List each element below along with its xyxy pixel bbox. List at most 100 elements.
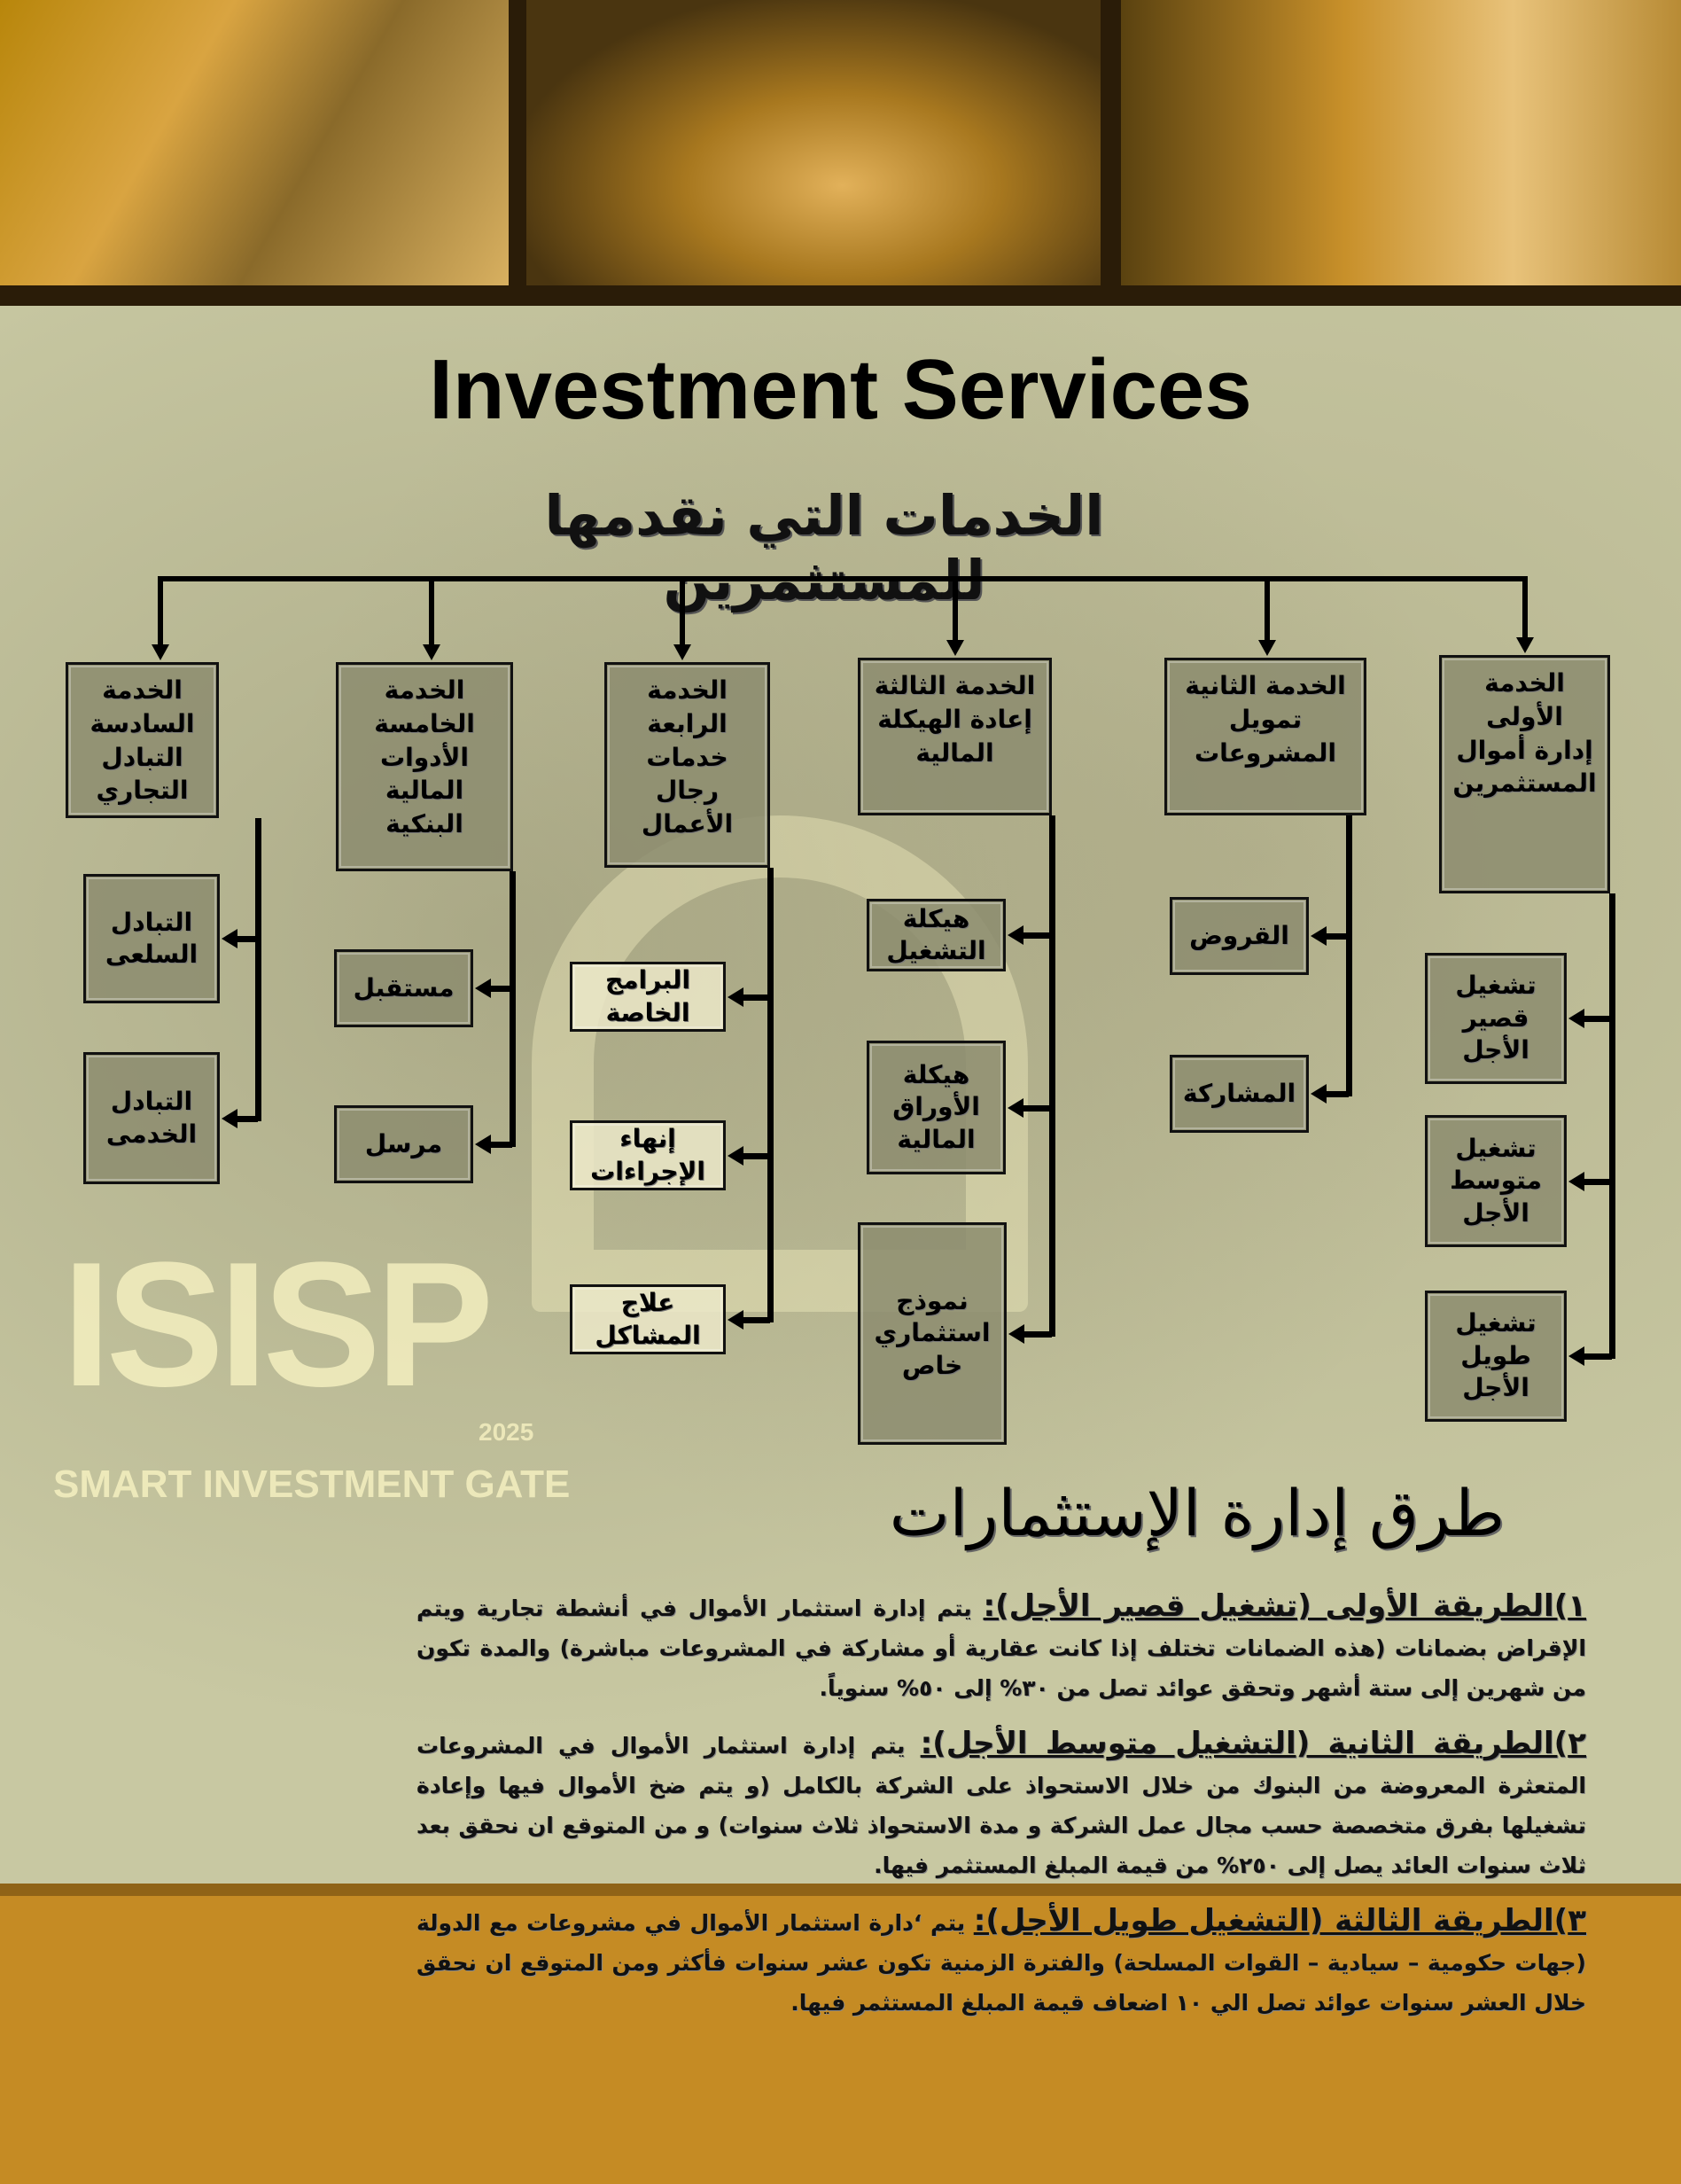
- arrow-left-icon: [728, 1309, 743, 1330]
- connector-drop: [1522, 576, 1528, 639]
- service-name: إعادة الهيكلة المالية: [877, 704, 1032, 768]
- photo-presenter: [0, 0, 509, 285]
- sub-service-box: تشغيل قصير الأجل: [1425, 953, 1567, 1084]
- sub-service-box: نموذج استثماري خاص: [858, 1222, 1007, 1445]
- sub-service-box: القروض: [1170, 897, 1309, 975]
- branch-connector: [1015, 932, 1052, 939]
- arrow-down-icon: [1516, 637, 1534, 653]
- service-label: الخدمة الرابعة: [647, 675, 728, 738]
- connector-drop: [1265, 576, 1270, 642]
- sub-service-box: التبادل السلعى: [83, 874, 220, 1003]
- sub-service-box: تشغيل متوسط الأجل: [1425, 1115, 1567, 1247]
- methods-title: طرق إدارة الإستثمارات: [889, 1476, 1505, 1550]
- branch-line: [767, 868, 774, 1322]
- sub-service-box: تشغيل طويل الأجل: [1425, 1291, 1567, 1422]
- service-name: تمويل المشروعات: [1195, 704, 1336, 768]
- arrow-down-icon: [1258, 640, 1276, 656]
- method-3: ٣)الطريقة الثالثة (التشغيل طويل الأجل): …: [416, 1901, 1586, 2023]
- service-label: الخدمة الثالثة: [874, 671, 1036, 700]
- sub-service-box: إنهاء الإجراءات: [570, 1120, 726, 1190]
- branch-connector: [1576, 1178, 1612, 1185]
- photo-handshake: [526, 0, 1101, 285]
- sub-service-box: هيكلة الأوراق المالية: [867, 1041, 1006, 1174]
- sub-service-box: هيكلة التشغيل: [867, 899, 1006, 971]
- connector-drop: [158, 576, 163, 646]
- branch-connector: [1015, 1104, 1052, 1112]
- logo-watermark: ISISP: [62, 1226, 494, 1424]
- service-box: الخدمة الثانية تمويل المشروعات: [1164, 658, 1366, 815]
- method-text: يتم ‘دارة استثمار الأموال في مشروعات مع …: [416, 1910, 1586, 2016]
- method-text: يتم إدارة استثمار الأموال في أنشطة تجاري…: [416, 1595, 1586, 1701]
- method-text: يتم إدارة استثمار الأموال في المشروعات ا…: [416, 1733, 1586, 1878]
- service-name: الأدوات المالية البنكية: [380, 742, 469, 839]
- branch-connector: [1318, 933, 1349, 940]
- service-label: الخدمة الثانية: [1185, 671, 1346, 700]
- arrow-left-icon: [1568, 1171, 1584, 1191]
- page-title: Investment Services: [429, 342, 1252, 437]
- arrow-down-icon: [423, 644, 440, 660]
- branch-connector: [1576, 1353, 1612, 1360]
- sub-service-box: مستقبل: [334, 949, 473, 1027]
- lower-band: [0, 1884, 1681, 2184]
- arrow-left-icon: [1311, 1084, 1327, 1104]
- connector-line: [160, 576, 1528, 581]
- sub-service-box: علاج المشاكل: [570, 1284, 726, 1354]
- method-heading: ٣)الطريقة الثالثة (التشغيل طويل الأجل):: [973, 1903, 1586, 1938]
- header-photo-strip: [0, 0, 1681, 306]
- method-2: ٢)الطريقة الثانية (التشغيل متوسط الأجل):…: [416, 1724, 1586, 1885]
- method-1: ١)الطريقة الأولى (تشغيل قصير الأجل): يتم…: [416, 1587, 1586, 1708]
- arrow-left-icon: [475, 1135, 491, 1154]
- branch-line: [255, 818, 261, 1121]
- arrow-left-icon: [475, 979, 491, 998]
- service-box: الخدمة الثالثة إعادة الهيكلة المالية: [858, 658, 1052, 815]
- sub-service-box: التبادل الخدمى: [83, 1052, 220, 1184]
- branch-connector: [735, 1316, 770, 1323]
- branch-connector: [229, 1115, 258, 1122]
- service-name: التبادل التجاري: [96, 742, 189, 806]
- service-label: الخدمة الخامسة: [374, 675, 475, 738]
- arrow-left-icon: [1568, 1346, 1584, 1366]
- branch-line: [1609, 893, 1615, 1359]
- arrow-left-icon: [728, 987, 743, 1007]
- service-label: الخدمة الأولى: [1484, 668, 1565, 731]
- arrow-left-icon: [728, 1145, 743, 1166]
- branch-connector: [1576, 1016, 1612, 1022]
- branch-connector: [1016, 1330, 1052, 1338]
- method-heading: ٢)الطريقة الثانية (التشغيل متوسط الأجل):: [920, 1726, 1586, 1761]
- branch-line: [1049, 815, 1055, 1337]
- connector-drop: [680, 576, 685, 646]
- sub-service-box: المشاركة: [1170, 1055, 1309, 1133]
- chart-heading: الخدمات التي نقدمها للمستثمرين: [544, 483, 1104, 612]
- branch-connector: [482, 1142, 512, 1148]
- connector-drop: [953, 576, 958, 642]
- branch-connector: [735, 994, 770, 1001]
- arrow-left-icon: [222, 1108, 237, 1128]
- arrow-left-icon: [222, 929, 237, 948]
- arrow-left-icon: [1008, 925, 1023, 945]
- service-label: الخدمة السادسة: [89, 675, 195, 738]
- logo-tagline: SMART INVESTMENT GATE: [53, 1462, 571, 1506]
- branch-line: [510, 871, 516, 1147]
- branch-connector: [482, 986, 512, 992]
- methods-list: ١)الطريقة الأولى (تشغيل قصير الأجل): يتم…: [416, 1587, 1586, 2023]
- arrow-left-icon: [1311, 926, 1327, 946]
- branch-connector: [1318, 1091, 1349, 1097]
- arrow-down-icon: [946, 640, 964, 656]
- method-heading: ١)الطريقة الأولى (تشغيل قصير الأجل):: [983, 1588, 1586, 1624]
- branch-connector: [735, 1152, 770, 1159]
- photo-team: [1121, 0, 1681, 285]
- arrow-left-icon: [1008, 1323, 1024, 1344]
- arrow-left-icon: [1008, 1097, 1023, 1118]
- branch-connector: [229, 936, 258, 942]
- service-name: خدمات رجال الأعمال: [641, 742, 734, 839]
- sub-service-box: مرسل: [334, 1105, 473, 1183]
- logo-year: 2025: [479, 1418, 534, 1446]
- arrow-down-icon: [152, 644, 169, 660]
- arrow-down-icon: [673, 644, 691, 660]
- connector-drop: [429, 576, 434, 646]
- sub-service-box: البرامج الخاصة: [570, 962, 726, 1032]
